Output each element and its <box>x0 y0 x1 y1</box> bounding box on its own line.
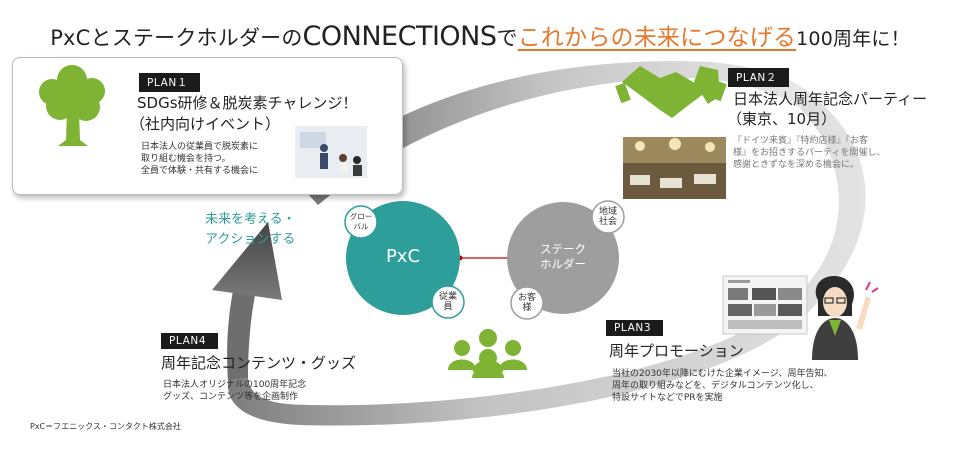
cycle-text: 未来を考える・ アクションする <box>205 210 296 250</box>
global-label-line: グロー <box>349 212 373 221</box>
people-group-icon <box>448 329 527 378</box>
stakeholder-label-line: ホルダー <box>540 257 586 271</box>
pxc-label: PxC <box>385 246 421 267</box>
title-highlight: これからの未来につなげる <box>517 25 797 51</box>
title-part3: で <box>496 26 518 50</box>
region-label: 地域 社会 <box>592 207 624 227</box>
plan1-desc-line: 日本法人の従業員で脱炭素に <box>141 142 259 152</box>
woman-pointing-icon <box>812 276 879 360</box>
plan1-desc-line: 取り組む機会を持つ。 <box>141 154 231 164</box>
arrow-head <box>212 222 282 300</box>
party-photo <box>623 137 726 199</box>
plan2-title-line1: 日本法人周年記念パーティー <box>733 90 928 108</box>
customers-label-line: 様 <box>522 303 532 313</box>
plan1-title-line1: SDGs研修＆脱炭素チャレンジ！ <box>137 94 358 112</box>
cycle-text-line: アクションする <box>205 232 296 247</box>
plan3-desc-line: 特設サイトなどでPRを実施 <box>612 393 723 403</box>
plan4-label: PLAN4 <box>161 329 219 349</box>
plan2-desc-line: 感謝ときずなを深める機会に。 <box>733 160 860 170</box>
plan3-label: PLAN3 <box>606 316 664 336</box>
customers-label: お客 様 <box>511 293 543 313</box>
stakeholder-circle <box>507 202 619 314</box>
plan4-desc-line: 日本法人オリジナルの100周年記念 <box>163 380 307 390</box>
plan2-label-text: PLAN２ <box>728 68 789 87</box>
plan1-desc-line: 全員で体験・共有する機会に <box>141 166 259 176</box>
plan3-desc-line: 当社の2030年以降にむけた企業イメージ、周年告知、 <box>612 369 833 379</box>
region-label-line: 地域 <box>598 207 617 217</box>
title-connections: CONNECTIONS <box>302 21 497 52</box>
plan2-desc-line: 『ドイツ来賓』『特約店様』『お客 <box>733 136 869 146</box>
region-bubble <box>591 200 625 234</box>
plan1-label: PLAN１ <box>139 71 200 92</box>
plan2-desc-line: 様』をお招きするパーティを開催し、 <box>733 148 886 158</box>
plan2-desc: 『ドイツ来賓』『特約店様』『お客 様』をお招きするパーティを開催し、 感謝ときず… <box>733 135 885 171</box>
footer-note: PxC＝フエニックス・コンタクト株式会社 <box>30 422 181 431</box>
plan4-title: 周年記念コンテンツ・グッズ <box>161 354 357 372</box>
employees-label-line: 員 <box>443 302 453 312</box>
employees-bubble <box>431 285 465 319</box>
plan1-title-line2: （社内向けイベント） <box>130 115 281 133</box>
plan3-desc-line: 周年の取り組みなどを、デジタルコンテンツ化し、 <box>612 381 819 391</box>
global-label-line: バル <box>353 222 369 231</box>
plan3-title: 周年プロモーション <box>609 342 744 360</box>
page-title: PxCとステークホルダーのCONNECTIONSでこれからの未来につなげる100… <box>0 18 960 52</box>
plan2-title-line2: （東京、10月） <box>727 110 837 128</box>
customers-bubble <box>510 286 544 320</box>
plan4-desc: 日本法人オリジナルの100周年記念 グッズ、コンテンツ等を企画制作 <box>163 379 306 403</box>
plan1-label-text: PLAN１ <box>139 73 200 92</box>
title-part1: PxCとステークホルダーの <box>50 26 303 50</box>
handshake-icon <box>615 66 727 118</box>
customers-label-line: お客 <box>517 293 536 303</box>
plan3-label-text: PLAN3 <box>606 320 664 336</box>
plan2-label: PLAN２ <box>728 66 789 87</box>
plan4-label-text: PLAN4 <box>161 333 219 349</box>
employees-label-line: 従業 <box>438 292 457 302</box>
global-label: グロー バル <box>345 212 377 232</box>
promotion-thumbnail <box>722 275 808 335</box>
plan3-desc: 当社の2030年以降にむけた企業イメージ、周年告知、 周年の取り組みなどを、デジ… <box>612 368 832 404</box>
plan1-desc: 日本法人の従業員で脱炭素に 取り組む機会を持つ。 全員で体験・共有する機会に <box>141 141 258 177</box>
stakeholder-label: ステーク ホルダー <box>507 242 619 272</box>
title-tail: 100周年に！ <box>796 28 910 50</box>
cycle-text-line: 未来を考える・ <box>205 212 296 227</box>
stakeholder-label-line: ステーク <box>540 242 586 256</box>
global-bubble <box>344 205 378 239</box>
plan4-desc-line: グッズ、コンテンツ等を企画制作 <box>163 392 299 402</box>
region-label-line: 社会 <box>598 217 617 227</box>
employees-label: 従業 員 <box>432 292 464 312</box>
swoosh-left <box>227 278 258 380</box>
